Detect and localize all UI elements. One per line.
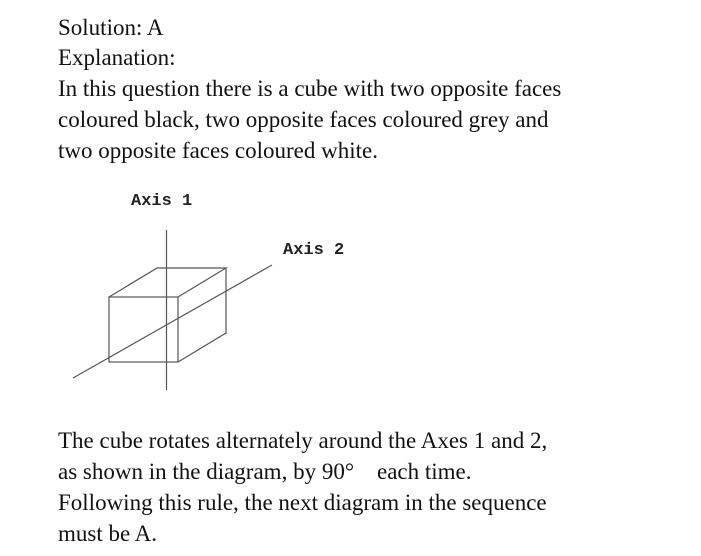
text-line: Following this rule, the next diagram in… [58,490,547,515]
conclusion-paragraph: The cube rotates alternately around the … [58,425,547,549]
cube-top-face [108,267,229,298]
text-line: coloured black, two opposite faces colou… [58,107,549,132]
text-line: two opposite faces coloured white. [58,138,378,163]
text-line: The cube rotates alternately around the … [58,428,548,453]
text-line: must be A. [58,521,158,546]
explanation-heading: Explanation: [58,45,176,70]
axis-1-label: Axis 1 [131,192,193,211]
cube-side-edges [177,268,227,363]
text-line: In this question there is a cube with tw… [58,76,562,101]
axis-2-label: Axis 2 [283,241,345,260]
cube-front-face [108,296,179,363]
intro-paragraph: In this question there is a cube with tw… [58,73,561,166]
axis-2-line [72,264,273,379]
text-line: as shown in the diagram, by 90° each tim… [58,459,472,484]
solution-line: Solution: A [58,15,164,40]
